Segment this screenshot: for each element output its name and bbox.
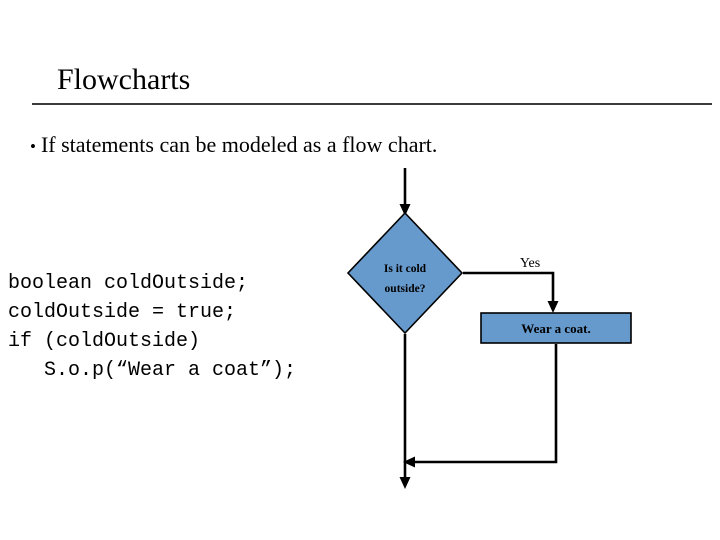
edge-label-yes: Yes <box>520 256 540 271</box>
title-divider <box>32 103 712 105</box>
process-node-label: Wear a coat. <box>521 321 590 336</box>
bullet-marker-icon: • <box>30 137 36 156</box>
connector-main-spine-exit <box>399 334 411 489</box>
decision-node-is-it-cold-outside: Is it cold outside? <box>346 211 464 335</box>
decision-node-label-line2: outside? <box>385 283 426 295</box>
code-snippet: boolean coldOutside; coldOutside = true;… <box>8 272 297 382</box>
decision-node-label-line1: Is it cold <box>384 263 427 275</box>
connector-merge-from-process <box>403 344 558 468</box>
connector-entry-arrow <box>399 168 411 216</box>
page-title: Flowcharts <box>57 63 191 96</box>
connector-yes-branch <box>463 271 559 313</box>
bullet-list-item: • If statements can be modeled as a flow… <box>30 131 437 161</box>
bullet-item-label: If statements can be modeled as a flow c… <box>40 132 438 157</box>
process-node-wear-a-coat: Wear a coat. <box>480 312 632 344</box>
